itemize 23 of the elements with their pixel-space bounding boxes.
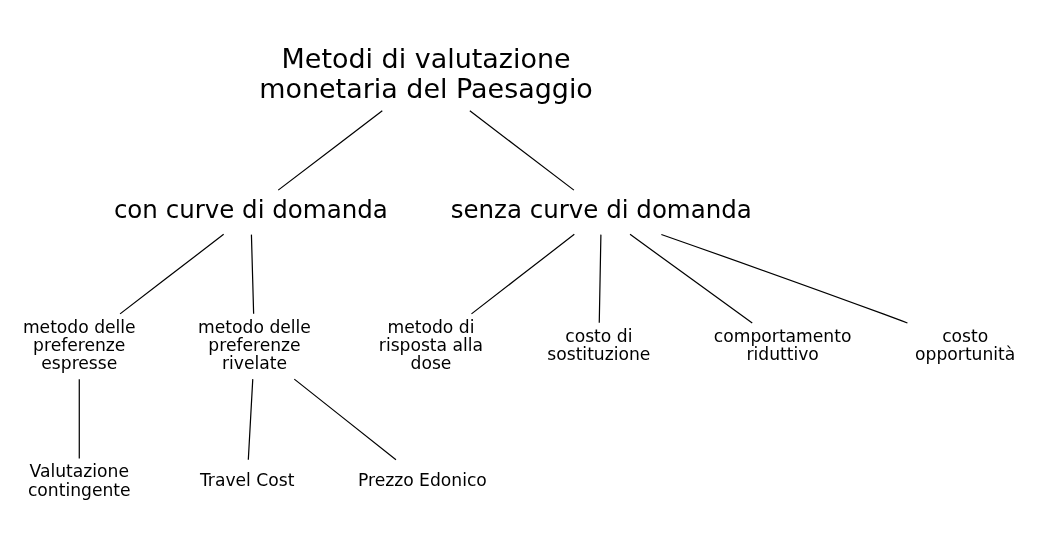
connector xyxy=(119,233,225,315)
connector xyxy=(293,378,397,461)
node-text: metodo delle preferenze rivelate xyxy=(198,316,311,374)
connector xyxy=(277,110,383,191)
node-text: Travel Cost xyxy=(199,470,295,491)
connector xyxy=(247,378,254,461)
connector xyxy=(660,233,909,324)
connector xyxy=(250,234,255,315)
node-text: metodo di risposta alla dose xyxy=(378,316,484,374)
node-text: con curve di domanda xyxy=(113,195,388,225)
connector xyxy=(469,110,575,191)
connector xyxy=(598,234,602,324)
connector xyxy=(629,233,753,324)
node-text: costo di sostituzione xyxy=(547,325,651,365)
node-text: metodo delle preferenze espresse xyxy=(22,316,136,374)
connector xyxy=(78,378,80,460)
node-text: costo opportunità xyxy=(915,325,1016,365)
connector xyxy=(470,233,575,315)
node-text: comportamento riduttivo xyxy=(713,325,852,365)
node-text: Prezzo Edonico xyxy=(357,470,487,491)
node-text: Metodi di valutazione monetaria del Paesaggio xyxy=(259,43,593,104)
node-text: Valutazione contingente xyxy=(27,461,131,500)
node-text: senza curve di domanda xyxy=(450,195,752,225)
